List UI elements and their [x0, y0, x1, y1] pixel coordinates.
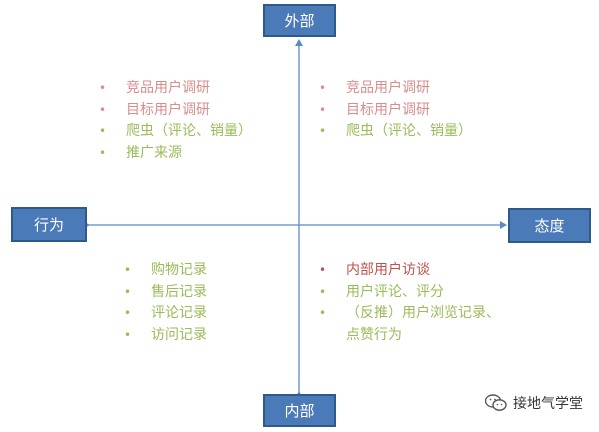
- quadrant-item-text: 点赞行为: [346, 326, 402, 343]
- internal-box: 内部: [263, 394, 336, 427]
- quadrant-item-text: 爬虫（评论、销量）: [126, 123, 252, 139]
- quadrant-list-item: • 评论记录: [124, 303, 207, 325]
- bullet-icon: •: [99, 81, 107, 95]
- bullet-icon: •: [124, 284, 132, 299]
- quadrant-bottom-right: • 内部用户访谈 • 用户评论、评分 • （反推）用户浏览记录、点赞行为: [319, 260, 500, 346]
- quadrant-item-text: 内部用户访谈: [346, 262, 430, 278]
- quadrant-item-text: 竞品用户调研: [126, 80, 210, 96]
- bullet-icon: •: [319, 306, 327, 320]
- behavior-box: 行为: [11, 207, 87, 242]
- quadrant-list-item: • 竞品用户调研: [319, 78, 472, 100]
- wechat-icon: [485, 394, 507, 411]
- quadrant-item-text: 售后记录: [151, 283, 207, 300]
- bullet-icon: •: [319, 263, 327, 277]
- quadrant-item-text: 推广来源: [126, 144, 182, 161]
- quadrant-list-item: • 售后记录: [124, 282, 207, 304]
- quadrant-list-item: 点赞行为: [319, 325, 500, 347]
- bullet-icon: •: [319, 102, 327, 117]
- quadrant-list-item: • 竞品用户调研: [99, 78, 252, 100]
- quadrant-top-left: • 竞品用户调研 • 目标用户调研 • 爬虫（评论、销量） • 推广来源: [99, 78, 252, 164]
- bullet-icon: •: [124, 327, 132, 342]
- quadrant-item-text: 目标用户调研: [126, 101, 210, 118]
- quadrant-top-right: • 竞品用户调研 • 目标用户调研 • 爬虫（评论、销量）: [319, 78, 472, 143]
- quadrant-bottom-left: • 购物记录 • 售后记录 • 评论记录 • 访问记录: [124, 260, 207, 346]
- quadrant-list-item: • （反推）用户浏览记录、: [319, 303, 500, 325]
- quadrant-item-text: （反推）用户浏览记录、: [346, 305, 500, 321]
- bullet-icon: •: [124, 306, 132, 320]
- quadrant-item-text: 爬虫（评论、销量）: [346, 123, 472, 139]
- bullet-icon: •: [124, 263, 132, 277]
- external-box: 外部: [263, 4, 336, 37]
- quadrant-item-text: 竞品用户调研: [346, 80, 430, 96]
- quadrant-item-text: 购物记录: [151, 262, 207, 278]
- quadrant-list-item: • 目标用户调研: [99, 100, 252, 122]
- watermark: 接地气学堂: [485, 393, 583, 413]
- quadrant-list-item: • 目标用户调研: [319, 100, 472, 122]
- quadrant-list-item: • 内部用户访谈: [319, 260, 500, 282]
- quadrant-item-text: 访问记录: [151, 326, 207, 343]
- quadrant-list-item: • 用户评论、评分: [319, 282, 500, 304]
- quadrant-item-text: 用户评论、评分: [346, 283, 444, 300]
- quadrant-list-item: • 推广来源: [99, 143, 252, 165]
- quadrant-list-item: • 爬虫（评论、销量）: [319, 121, 472, 143]
- quadrant-list-item: • 购物记录: [124, 260, 207, 282]
- quadrant-list-item: • 访问记录: [124, 325, 207, 347]
- bullet-icon: •: [99, 124, 107, 138]
- bullet-icon: •: [99, 145, 107, 160]
- bullet-icon: •: [99, 102, 107, 117]
- bullet-icon: •: [319, 124, 327, 138]
- bullet-icon: •: [319, 284, 327, 299]
- quadrant-list-item: • 爬虫（评论、销量）: [99, 121, 252, 143]
- watermark-text: 接地气学堂: [513, 396, 583, 412]
- bullet-icon: •: [319, 81, 327, 95]
- quadrant-item-text: 评论记录: [151, 305, 207, 321]
- attitude-box: 态度: [508, 208, 591, 243]
- quadrant-item-text: 目标用户调研: [346, 101, 430, 118]
